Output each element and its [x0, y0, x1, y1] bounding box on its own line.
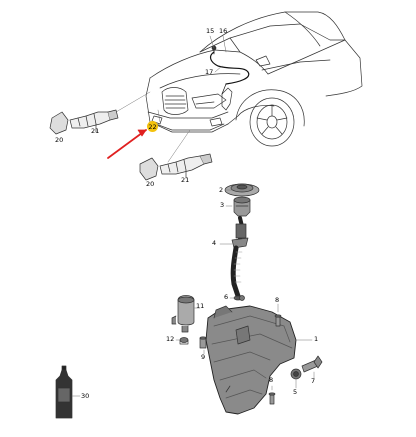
callout-12: 12	[166, 335, 175, 343]
washer-fluid-bottle	[55, 365, 81, 419]
callout-17: 17	[205, 68, 214, 76]
washer-pump	[171, 295, 207, 355]
callout-22-highlighted: 22	[147, 121, 158, 132]
callout-3: 3	[220, 201, 225, 209]
callout-5: 5	[293, 388, 298, 396]
callout-2: 2	[219, 186, 224, 194]
callout-21-upper: 21	[91, 127, 100, 135]
car-outline	[115, 11, 363, 163]
callout-20-lower: 20	[146, 180, 155, 188]
red-arrow	[107, 129, 147, 159]
screw-8-lower	[268, 385, 276, 405]
washer-reservoir	[205, 305, 313, 415]
callout-21-lower: 21	[181, 176, 190, 184]
callout-16: 16	[219, 27, 228, 35]
callout-30: 30	[81, 392, 90, 400]
headlamp-washer-lower	[139, 153, 213, 181]
headlamp-washer-upper	[49, 109, 119, 135]
callout-6: 6	[224, 293, 229, 301]
screw-8-upper	[274, 303, 282, 327]
callout-4: 4	[212, 239, 217, 247]
callout-7: 7	[311, 377, 316, 385]
callout-8-lower: 8	[269, 376, 274, 384]
level-sensor	[290, 355, 323, 389]
callout-20-upper: 20	[55, 136, 64, 144]
callout-11: 11	[196, 302, 205, 310]
callout-9: 9	[201, 353, 206, 361]
callout-8-upper: 8	[275, 296, 280, 304]
callout-15: 15	[206, 27, 215, 35]
filler-neck-assembly	[219, 183, 260, 301]
callout-1: 1	[314, 335, 319, 343]
